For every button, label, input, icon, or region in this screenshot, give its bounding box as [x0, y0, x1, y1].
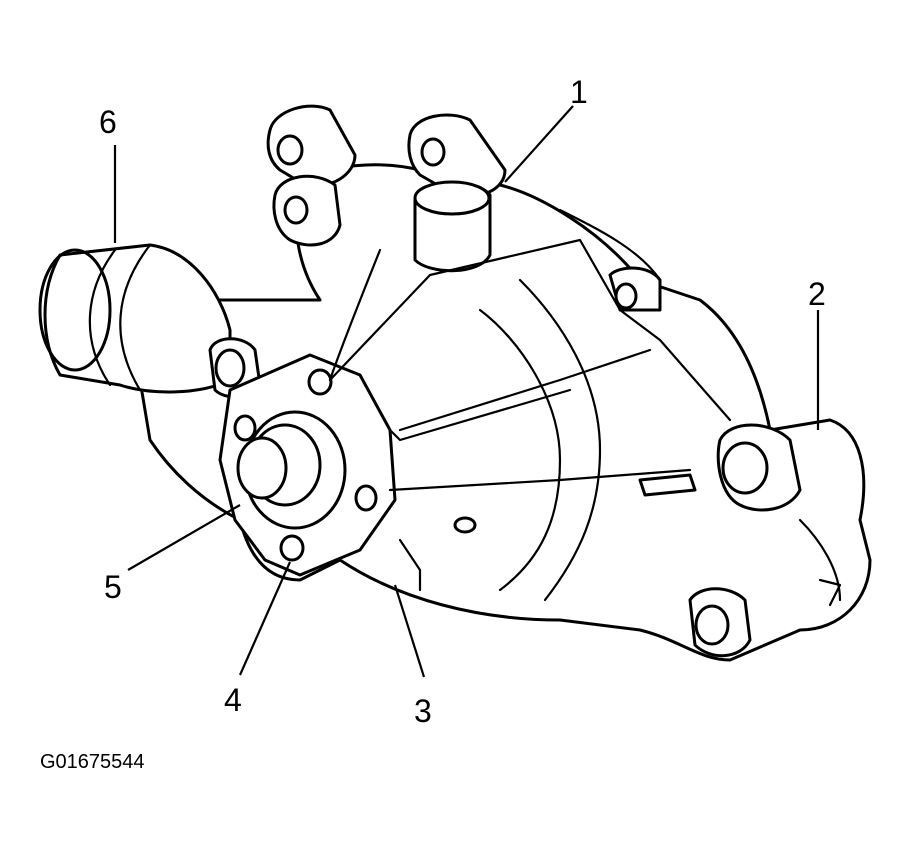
- leader-1: [504, 105, 574, 183]
- callout-5: 5: [104, 569, 122, 605]
- leader-4: [238, 561, 292, 676]
- callout-1: 1: [570, 74, 588, 110]
- callout-4: 4: [224, 682, 242, 718]
- callout-3: 3: [414, 693, 432, 729]
- callouts: 1 2 3 4 5 6: [99, 74, 826, 729]
- pump-housing: [38, 104, 872, 662]
- leader-5: [127, 504, 241, 571]
- figure-id: G01675544: [40, 751, 145, 773]
- leader-lines: [113, 105, 820, 678]
- callout-6: 6: [99, 104, 117, 140]
- callout-2: 2: [808, 276, 826, 312]
- leader-3: [393, 584, 426, 678]
